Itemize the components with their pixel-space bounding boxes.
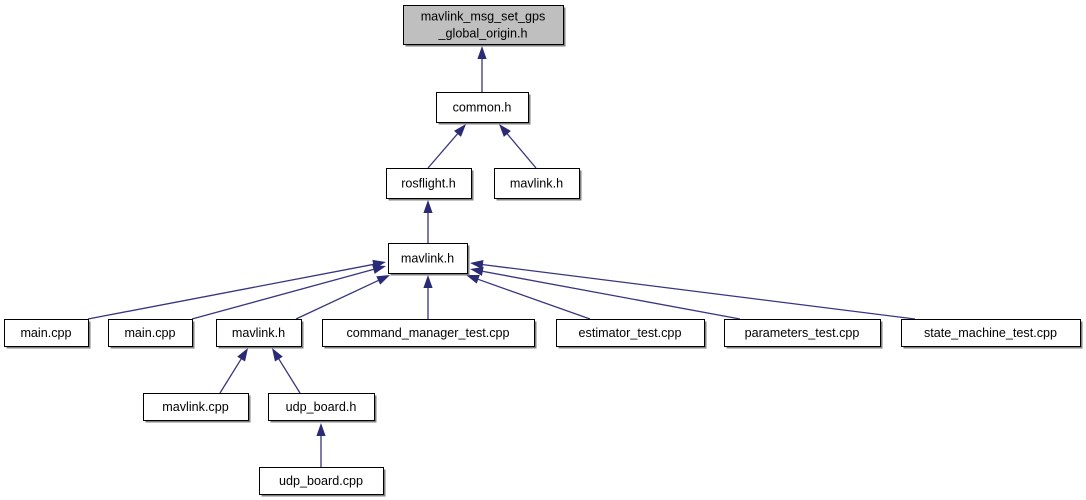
edge-line <box>480 270 741 320</box>
node-box[interactable] <box>386 168 472 199</box>
edge-main_cpp_2-to-mavlink_h_hub <box>191 264 386 320</box>
arrowhead-icon <box>376 275 390 285</box>
edge-udp_board_h-to-mavlink_h_mid <box>272 348 301 394</box>
arrowhead-icon <box>423 200 433 213</box>
node-label: mavlink_msg_set_gps <box>421 10 546 24</box>
edge-line <box>191 268 376 320</box>
node-label: state_machine_test.cpp <box>924 326 1057 340</box>
edge-estimator_test_cpp-to-mavlink_h_hub <box>466 275 591 320</box>
edge-line <box>505 132 537 169</box>
node-box[interactable] <box>901 319 1081 347</box>
node-label: udp_board.h <box>286 400 357 414</box>
edge-command_manager_test_cpp-to-mavlink_h_hub <box>423 275 433 319</box>
arrowhead-icon <box>499 124 511 137</box>
graph-node[interactable]: mavlink.h <box>216 319 304 349</box>
arrowhead-icon <box>316 423 326 436</box>
node-box[interactable] <box>436 92 529 123</box>
graph-node[interactable]: state_machine_test.cpp <box>901 319 1083 349</box>
graph-node[interactable]: main.cpp <box>4 319 91 349</box>
node-label: common.h <box>453 101 512 115</box>
node-label: parameters_test.cpp <box>745 326 860 340</box>
node-layer: mavlink_msg_set_gps _global_origin.hcommo… <box>4 5 1083 497</box>
graph-node[interactable]: command_manager_test.cpp <box>322 319 537 349</box>
node-label: main.cpp <box>124 326 175 340</box>
node-label: command_manager_test.cpp <box>346 326 509 340</box>
edge-line <box>277 356 301 394</box>
node-box[interactable] <box>216 319 302 347</box>
node-box[interactable] <box>724 319 881 347</box>
arrowhead-icon <box>423 275 433 288</box>
edge-mavlink_h_top-to-common_h <box>499 124 537 169</box>
edge-mavlink_cpp-to-mavlink_h_mid <box>219 348 248 394</box>
edge-line <box>427 131 460 169</box>
graph-node[interactable]: mavlink.h <box>388 243 470 276</box>
arrowhead-icon <box>477 46 487 59</box>
arrowhead-icon <box>466 275 480 284</box>
edge-main_cpp_1-to-mavlink_h_hub <box>87 259 386 320</box>
edge-layer <box>87 46 916 467</box>
arrowhead-icon <box>470 266 484 276</box>
edge-mavlink_h_hub-to-rosflight_h <box>423 200 433 243</box>
graph-node[interactable]: main.cpp <box>108 319 195 349</box>
arrowhead-icon <box>272 348 283 362</box>
node-box[interactable] <box>403 5 564 45</box>
edge-state_machine_test_cpp-to-mavlink_h_hub <box>470 260 916 320</box>
graph-node[interactable]: udp_board.cpp <box>259 467 386 497</box>
edge-udp_board_cpp-to-udp_board_h <box>316 423 326 467</box>
node-box[interactable] <box>388 243 468 274</box>
node-label: mavlink.h <box>510 177 563 191</box>
node-label: udp_board.cpp <box>279 474 363 488</box>
edge-rosflight_h-to-common_h <box>427 124 466 169</box>
edge-line <box>219 356 243 394</box>
graph-node[interactable]: mavlink_msg_set_gps _global_origin.h <box>403 5 566 47</box>
node-label: main.cpp <box>20 326 71 340</box>
graph-node[interactable]: common.h <box>436 92 531 125</box>
graph-node[interactable]: mavlink.cpp <box>143 393 251 423</box>
graph-node[interactable]: parameters_test.cpp <box>724 319 883 349</box>
node-box[interactable] <box>322 319 535 347</box>
node-label: mavlink.h <box>401 252 454 266</box>
arrowhead-icon <box>470 260 484 270</box>
edge-mavlink_h_mid-to-mavlink_h_hub <box>295 275 390 320</box>
edge-line <box>87 263 376 320</box>
graph-node[interactable]: mavlink.h <box>494 168 582 201</box>
node-box[interactable] <box>556 319 705 347</box>
node-box[interactable] <box>108 319 193 347</box>
graph-node[interactable]: estimator_test.cpp <box>556 319 707 349</box>
node-label: estimator_test.cpp <box>579 326 682 340</box>
edge-line <box>295 279 381 320</box>
node-label: rosflight.h <box>401 177 456 191</box>
edge-parameters_test_cpp-to-mavlink_h_hub <box>470 266 741 320</box>
edge-common_h-to-root <box>477 46 487 92</box>
node-label: mavlink.cpp <box>162 400 229 414</box>
node-label: mavlink.h <box>232 326 285 340</box>
edge-line <box>476 278 591 320</box>
arrowhead-icon <box>454 124 466 137</box>
node-label: _global_origin.h <box>438 27 528 41</box>
node-box[interactable] <box>143 393 249 421</box>
arrowhead-icon <box>372 264 386 274</box>
graph-node[interactable]: rosflight.h <box>386 168 474 201</box>
node-box[interactable] <box>268 393 375 421</box>
node-box[interactable] <box>4 319 89 347</box>
node-box[interactable] <box>494 168 580 199</box>
arrowhead-icon <box>237 348 248 362</box>
node-box[interactable] <box>259 467 384 495</box>
graph-node[interactable]: udp_board.h <box>268 393 377 423</box>
edge-line <box>480 263 916 320</box>
